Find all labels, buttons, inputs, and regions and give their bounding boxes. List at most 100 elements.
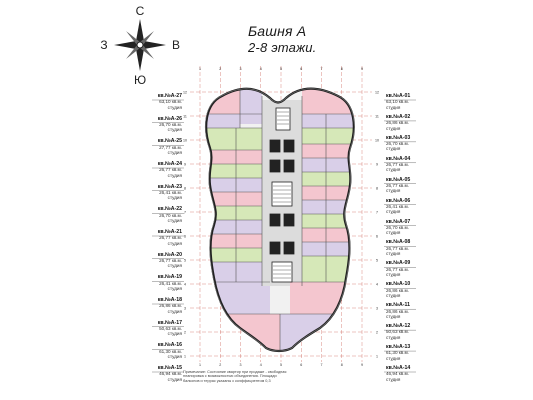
grid-row-label: 8 xyxy=(376,187,378,191)
unit-name: кв.№А-02 xyxy=(386,113,411,120)
unit-type: студия xyxy=(167,127,182,133)
unit-area: 46,94 кв.м. xyxy=(386,371,409,377)
unit-type: студия xyxy=(167,104,182,110)
grid-row-label: 5 xyxy=(376,259,378,263)
unit-area: 26,41 кв.м. xyxy=(159,189,182,195)
unit-area: 50,63 кв.м. xyxy=(159,325,182,331)
grid-row-label: 1 xyxy=(184,355,186,359)
unit-type: студия xyxy=(167,331,182,337)
grid-col-label: 4 xyxy=(260,363,262,367)
unit-name: кв.№А-22 xyxy=(157,206,182,213)
unit-area: 26,77 кв.м. xyxy=(159,167,182,173)
unit-type: студия xyxy=(386,167,401,173)
unit-type: студия xyxy=(386,355,401,361)
unit-name: кв.№А-01 xyxy=(386,93,411,99)
grid-col-label: 3 xyxy=(240,363,242,367)
unit-type: студия xyxy=(167,285,182,291)
unit-area: 63,10 кв.м. xyxy=(159,99,182,105)
grid-row-label: 12 xyxy=(183,91,187,95)
unit-name: кв.№А-03 xyxy=(386,134,411,141)
unit-area: 26,86 кв.м. xyxy=(386,308,409,314)
grid-col-label: 7 xyxy=(321,67,323,71)
grid-row-label: 3 xyxy=(376,307,378,311)
unit-name: кв.№А-10 xyxy=(386,281,411,288)
unit-name: кв.№А-07 xyxy=(386,218,411,225)
grid-row-label: 1 xyxy=(376,355,378,359)
unit-area: 50,63 кв.м. xyxy=(386,329,409,335)
grid-row-label: 10 xyxy=(183,139,187,143)
grid-col-label: 2 xyxy=(219,363,221,367)
grid-row-label: 12 xyxy=(375,91,379,95)
stair-hatching xyxy=(273,111,291,279)
unit-name: кв.№А-05 xyxy=(386,176,411,183)
floors-subtitle: 2-8 этажи. xyxy=(248,40,317,55)
unit-area: 26,77 кв.м. xyxy=(386,266,409,272)
unit-name: кв.№А-06 xyxy=(386,197,411,204)
grid-row-label: 6 xyxy=(184,235,186,239)
unit-area: 26,70 кв.м. xyxy=(159,212,182,218)
grid-row-label: 7 xyxy=(184,211,186,215)
unit-name: кв.№А-12 xyxy=(386,323,411,330)
unit-area: 26,70 кв.м. xyxy=(159,121,182,127)
unit-type: студия xyxy=(167,195,182,201)
plan-note: Примечание: Состояние квартир при продаж… xyxy=(183,370,287,383)
unit-name: кв.№А-27 xyxy=(157,93,182,99)
unit-area: 26,70 кв.м. xyxy=(386,141,409,147)
unit-area: 26,77 кв.м. xyxy=(386,245,409,251)
unit-name: кв.№А-13 xyxy=(386,344,411,351)
unit-type: студия xyxy=(386,334,401,340)
unit-name: кв.№А-15 xyxy=(157,365,182,371)
unit-name: кв.№А-19 xyxy=(157,274,182,281)
unit-name: кв.№А-09 xyxy=(386,260,411,267)
grid-row-label: 4 xyxy=(376,283,378,287)
unit-area: 26,77 кв.м. xyxy=(386,162,409,168)
unit-area: 26,77 кв.м. xyxy=(159,257,182,263)
unit-type: студия xyxy=(386,209,401,215)
unit-type: студия xyxy=(167,217,182,223)
unit-area: 27,77 кв.м. xyxy=(159,144,182,150)
grid-col-label: 6 xyxy=(300,67,302,71)
unit-area: 63,10 кв.м. xyxy=(386,99,409,105)
unit-area: 46,94 кв.м. xyxy=(159,371,182,377)
grid-row-label: 9 xyxy=(184,163,186,167)
building-core xyxy=(269,107,295,283)
unit-name: кв.№А-16 xyxy=(157,342,182,349)
label-leaders xyxy=(152,99,416,373)
unit-type: студия xyxy=(386,188,401,194)
unit-name: кв.№А-08 xyxy=(386,239,411,246)
unit-type: студия xyxy=(167,172,182,178)
unit-name: кв.№А-20 xyxy=(157,251,182,258)
unit-area: 26,77 кв.м. xyxy=(159,235,182,241)
unit-name: кв.№А-11 xyxy=(386,302,410,309)
grid-col-label: 5 xyxy=(280,67,282,71)
unit-name: кв.№А-04 xyxy=(386,155,411,162)
unit-name: кв.№А-26 xyxy=(157,115,182,122)
grid-col-label: 1 xyxy=(199,67,201,71)
grid-row-label: 11 xyxy=(183,115,187,119)
unit-type: студия xyxy=(386,104,401,110)
grid-col-label: 6 xyxy=(300,363,302,367)
grid-col-label: 5 xyxy=(280,363,282,367)
grid-row-label: 5 xyxy=(184,259,186,263)
unit-area: 26,41 кв.м. xyxy=(159,280,182,286)
unit-name: кв.№А-14 xyxy=(386,365,411,371)
grid-row-label: 8 xyxy=(184,187,186,191)
unit-name: кв.№А-25 xyxy=(157,138,182,145)
unit-name: кв.№А-18 xyxy=(157,297,182,303)
unit-name: кв.№А-21 xyxy=(157,229,182,235)
grid-row-label: 2 xyxy=(184,331,186,335)
